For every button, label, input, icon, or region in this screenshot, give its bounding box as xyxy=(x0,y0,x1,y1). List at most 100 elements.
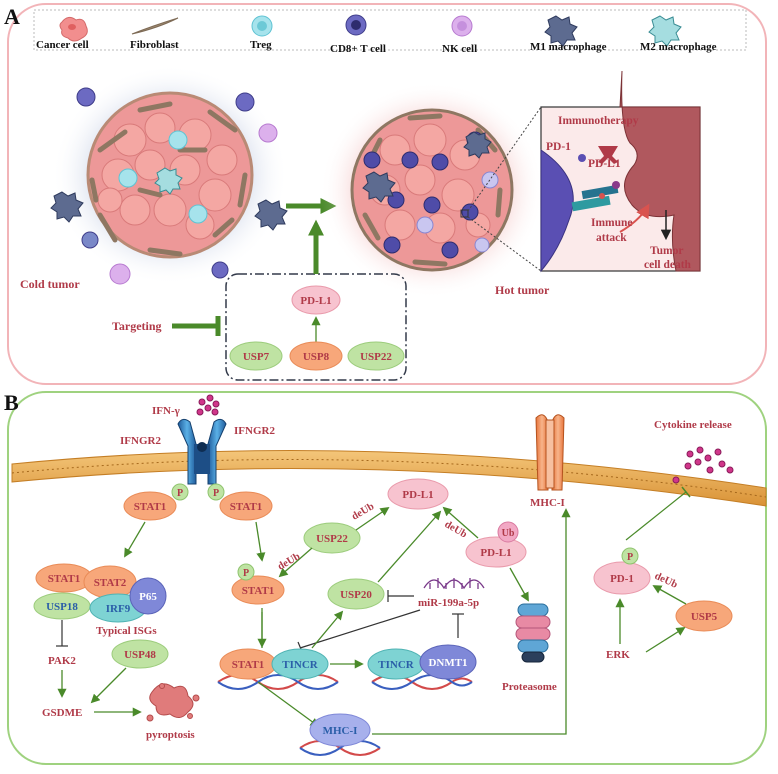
usp-box xyxy=(225,273,407,381)
stat1-p-label: STAT1 xyxy=(242,585,275,597)
usp7-label: USP7 xyxy=(243,351,270,363)
panel-b-frame xyxy=(7,391,767,765)
pdl1-top-label: PD-L1 xyxy=(402,489,433,501)
mirna-hairpin xyxy=(423,578,485,590)
nk-cell-icon xyxy=(451,15,473,37)
legend-nk-cell: NK cell xyxy=(442,43,477,55)
usp20 xyxy=(327,578,385,610)
pak2-label: PAK2 xyxy=(48,655,76,667)
p-badge-4-label: P xyxy=(627,552,633,563)
cold-tumor xyxy=(50,65,288,285)
pd1-b xyxy=(593,561,651,595)
inset-immunotherapy: Immunotherapy xyxy=(558,115,639,127)
irf9-label: IRF9 xyxy=(106,603,131,615)
mhc1-membrane-label: MHC-I xyxy=(530,497,565,509)
panel-a-letter: A xyxy=(4,4,20,29)
legend-cancer-cell: Cancer cell xyxy=(36,39,89,51)
usp48-label: USP48 xyxy=(124,649,156,661)
ifn-gamma-molecules xyxy=(196,394,220,416)
hot-tumor xyxy=(320,82,544,298)
usp48 xyxy=(111,639,169,669)
mhc1-membrane-icon xyxy=(535,414,565,491)
p-badge-2-label: P xyxy=(213,488,219,499)
inset-tumor-1: Tumor xyxy=(650,245,683,257)
pdl1-top xyxy=(387,478,449,510)
panel-a: A Cancer cell Fibroblast Treg CD8+ T cel… xyxy=(4,3,767,385)
p-badge-1 xyxy=(171,483,189,501)
mhc1-dna xyxy=(309,713,371,747)
legend-cd8-t-cell: CD8+ T cell xyxy=(330,43,386,55)
pdl1-ub-label: PD-L1 xyxy=(480,547,511,559)
pdl1-ub xyxy=(465,536,527,568)
p-badge-3-label: P xyxy=(243,568,249,579)
fibroblast-icon xyxy=(131,17,179,35)
usp22-b-label: USP22 xyxy=(316,533,348,545)
proteasome-icon xyxy=(515,603,551,663)
p-badge-2 xyxy=(207,483,225,501)
ifngr2-receptor xyxy=(177,418,227,485)
mir-label: miR-199a-5p xyxy=(418,597,479,609)
proteasome-label: Proteasome xyxy=(502,681,557,693)
p-badge-1-label: P xyxy=(177,488,183,499)
stat1-p xyxy=(231,575,285,605)
inset-tumor-2: cell death xyxy=(644,259,692,271)
dna-bottom xyxy=(299,740,381,756)
stat1-right xyxy=(219,491,273,521)
legend: Cancer cell Fibroblast Treg CD8+ T cell … xyxy=(36,14,717,55)
usp22-node-a xyxy=(347,341,405,371)
tincr2-label: TINCR xyxy=(378,659,415,671)
legend-m2-macrophage: M2 macrophage xyxy=(640,41,717,53)
mhc1-dna-label: MHC-I xyxy=(323,725,358,737)
ifngr2-right: IFNGR2 xyxy=(234,425,275,437)
treg-icon xyxy=(251,15,273,37)
m1-macrophage-icon xyxy=(544,15,578,47)
pd1-b-label: PD-1 xyxy=(610,573,634,585)
usp18-label: USP18 xyxy=(46,601,78,613)
legend-frame xyxy=(33,9,747,51)
stat1-dna-label: STAT1 xyxy=(232,659,265,671)
usp22-b xyxy=(303,522,361,554)
typical-isgs-label: Typical ISGs xyxy=(96,625,157,637)
cytokine-label: Cytokine release xyxy=(654,419,732,431)
dnmt1-label: DNMT1 xyxy=(428,657,467,669)
cancer-cell-icon xyxy=(59,16,88,42)
usp7-node xyxy=(229,341,283,371)
dnmt1 xyxy=(419,644,477,680)
usp5-label: USP5 xyxy=(691,611,718,623)
targeting-label: Targeting xyxy=(112,319,162,333)
tincr xyxy=(271,648,329,680)
p65-label: P65 xyxy=(139,591,157,603)
ub-badge xyxy=(497,521,519,543)
legend-m1-macrophage: M1 macrophage xyxy=(530,41,607,53)
inset-immune-1: Immune xyxy=(591,217,633,229)
ifngr2-left: IFNGR2 xyxy=(120,435,161,447)
ub-label: Ub xyxy=(502,528,515,539)
usp22-label-a: USP22 xyxy=(360,351,392,363)
legend-treg: Treg xyxy=(250,39,272,51)
cd8-t-cell-icon xyxy=(345,14,367,36)
ifng-label: IFN-γ xyxy=(152,405,180,417)
inset-immune-2: attack xyxy=(596,232,627,244)
cytokines xyxy=(672,446,734,484)
mhc1-to-membrane xyxy=(372,508,571,735)
usp5 xyxy=(675,600,733,632)
pdl1-node-a xyxy=(291,285,341,315)
m2-macrophage-icon xyxy=(648,15,682,47)
usp8-label: USP8 xyxy=(303,351,330,363)
usp20-label: USP20 xyxy=(340,589,372,601)
pyroptosis-label: pyroptosis xyxy=(146,729,195,741)
usp8-node xyxy=(289,341,343,371)
stat2-label: STAT2 xyxy=(94,577,127,589)
stat1-left-label: STAT1 xyxy=(134,501,167,513)
cold-tumor-label: Cold tumor xyxy=(20,277,80,291)
pdl1-label-a: PD-L1 xyxy=(300,295,331,307)
p65 xyxy=(129,577,167,615)
erk-label: ERK xyxy=(606,649,630,661)
hot-tumor-label: Hot tumor xyxy=(495,283,550,297)
panel-b-letter: B xyxy=(4,390,19,415)
inset-pdl1: PD-L1 xyxy=(588,158,621,170)
stat1-left xyxy=(123,491,177,521)
panel-b: B IFN-γ IFNGR2 IFNGR2 MHC-I xyxy=(4,390,767,765)
stat1-isg-label: STAT1 xyxy=(48,573,81,585)
